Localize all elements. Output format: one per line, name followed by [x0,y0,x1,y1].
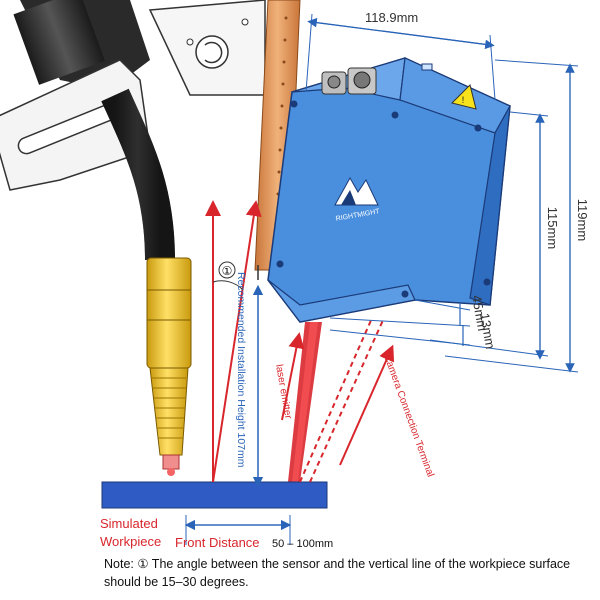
svg-text:①: ① [222,264,233,278]
height-115-label: 115mm [545,207,560,249]
front-distance-label: Front Distance [175,535,260,550]
angle-marker: ① [218,261,236,279]
camera-terminal-label: Camera Connection Terminal [381,353,436,478]
red-angle-arrows [205,200,262,483]
laser-sensor [267,57,511,482]
installation-note: Note: ① The angle between the sensor and… [104,557,571,589]
offset-45-label: 45mm [469,294,490,332]
laser-camera-lines [281,317,395,483]
offset-13-label: 13mm [477,312,498,350]
laser-warning-icon: ! [451,84,477,110]
laser-emitter-label: laser emitter [273,364,294,421]
simulated-workpiece [101,481,328,509]
offset-dimensions: 45mm 13mm [329,294,498,350]
svg-text:!: ! [462,95,465,105]
recommended-height-label: Recommended Installation Height 107mm [235,272,247,468]
front-distance-range-label: 50 – 100mm [272,538,333,550]
welding-torch [0,0,266,476]
simulated-workpiece-label-1: Simulated [100,516,158,531]
front-distance-dimension [184,515,292,545]
width-dimension: 118.9mm [305,10,496,101]
width-label: 118.9mm [365,10,418,25]
height-119-label: 119mm [575,199,590,241]
simulated-workpiece-label-2: Workpiece [100,534,161,549]
height-dimensions: 115mm 119mm [429,59,590,373]
